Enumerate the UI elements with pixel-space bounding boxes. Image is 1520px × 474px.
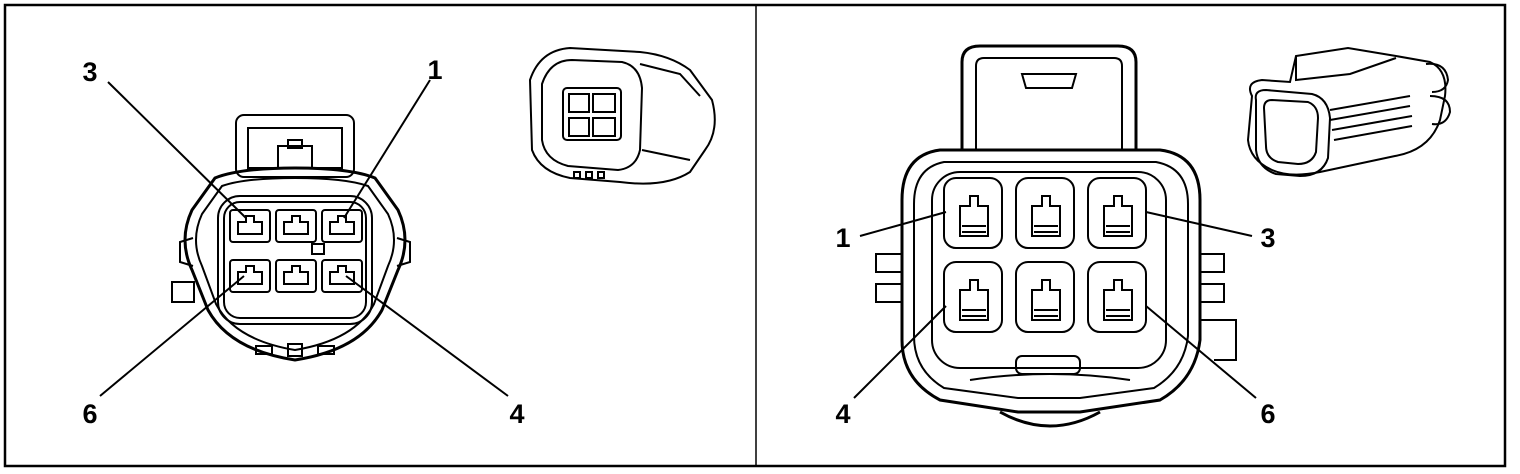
right-connector-thumbnail: [1246, 46, 1452, 178]
outer-frame: [3, 3, 1507, 468]
right-connector-face: [875, 44, 1237, 428]
left-leader-3: [107, 81, 247, 219]
right-panel: [853, 44, 1452, 428]
right-label-pin-3: 3: [1260, 223, 1275, 253]
left-leader-4: [345, 275, 509, 397]
right-label-pin-4: 4: [835, 399, 850, 429]
left-panel: [99, 46, 716, 397]
right-label-pin-6: 6: [1260, 399, 1275, 429]
right-leader-3: [1145, 211, 1253, 237]
left-connector-face: [171, 114, 411, 362]
right-label-pin-1: 1: [835, 223, 850, 253]
left-label-pin-1: 1: [427, 55, 442, 85]
right-leader-6: [1145, 305, 1257, 399]
left-label-pin-3: 3: [82, 57, 97, 87]
left-leader-6: [99, 275, 245, 397]
left-connector-thumbnail: [528, 46, 716, 185]
right-leader-4: [853, 305, 947, 399]
left-label-pin-6: 6: [82, 399, 97, 429]
left-leader-1: [343, 79, 431, 219]
right-leader-1: [859, 211, 947, 237]
left-label-pin-4: 4: [509, 399, 524, 429]
